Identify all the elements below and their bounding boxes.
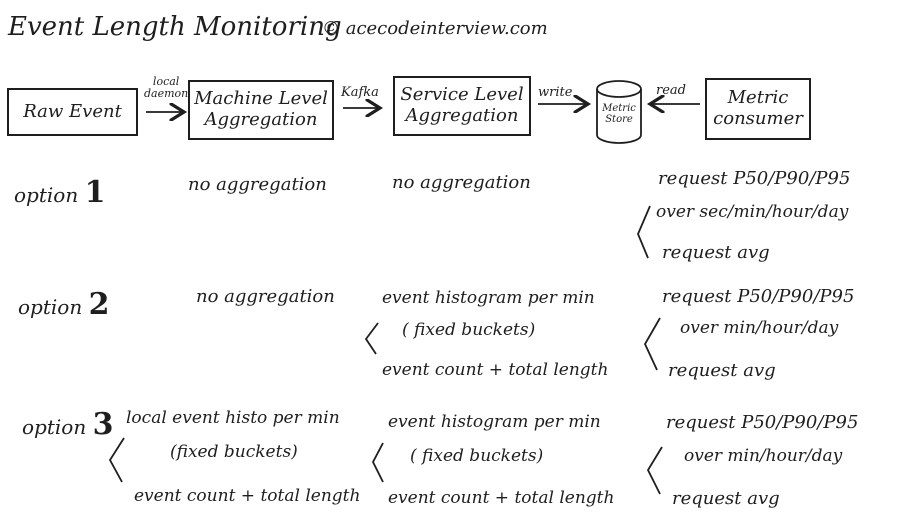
bracket-opt3-machine xyxy=(108,437,125,483)
option1-number: 1 xyxy=(84,175,106,210)
option2-consumer-line2: over min/hour/day xyxy=(680,318,839,338)
metric-store-label-line2: Store xyxy=(605,114,633,125)
option1-label: option xyxy=(14,183,79,207)
option3-label: option xyxy=(22,415,87,439)
machine-aggregation-box: Machine Level Aggregation xyxy=(188,80,334,140)
bracket-opt3-consumer xyxy=(646,446,663,495)
option3-service-line3: event count + total length xyxy=(388,488,615,508)
option2-service-line3: event count + total length xyxy=(382,360,609,380)
metric-store-label: Metric Store xyxy=(599,103,639,125)
metric-consumer-label-line2: consumer xyxy=(713,108,803,129)
option1-machine-line1: no aggregation xyxy=(188,174,327,195)
bracket-opt3-service xyxy=(371,442,384,483)
machine-aggregation-label-line1: Machine Level xyxy=(194,88,328,110)
service-aggregation-box: Service Level Aggregation xyxy=(393,76,531,136)
copyright-notice: © acecodeinterview.com xyxy=(322,18,548,39)
option3-heading: option 3 xyxy=(22,410,113,440)
option3-machine-line2: (fixed buckets) xyxy=(170,442,298,462)
metric-store-cylinder xyxy=(596,80,642,144)
arrow4-label: read xyxy=(656,83,686,98)
arrow3-label: write xyxy=(538,85,573,100)
option1-consumer-line1: request P50/P90/P95 xyxy=(658,168,851,189)
metric-store-label-line1: Metric xyxy=(602,103,636,114)
option3-service-line2: ( fixed buckets) xyxy=(410,446,544,466)
metric-consumer-box: Metric consumer xyxy=(705,78,811,140)
metric-consumer-label-line1: Metric xyxy=(727,87,789,109)
arrow2-label: Kafka xyxy=(341,85,379,100)
option3-service-line1: event histogram per min xyxy=(388,412,601,432)
option3-consumer-line1: request P50/P90/P95 xyxy=(666,412,859,433)
option2-machine-line1: no aggregation xyxy=(196,286,335,307)
machine-aggregation-label-line2: Aggregation xyxy=(204,109,318,130)
page-title: Event Length Monitoring xyxy=(8,12,342,42)
service-aggregation-label-line2: Aggregation xyxy=(405,105,519,126)
service-aggregation-label-line1: Service Level xyxy=(400,84,524,106)
raw-event-label: Raw Event xyxy=(23,100,122,122)
option2-service-line2: ( fixed buckets) xyxy=(402,320,536,340)
bracket-opt1-consumer xyxy=(637,205,651,259)
option2-consumer-line1: request P50/P90/P95 xyxy=(662,286,855,307)
option2-service-line1: event histogram per min xyxy=(382,288,595,308)
arrow1-label-line1: local xyxy=(152,75,180,88)
raw-event-box: Raw Event xyxy=(7,88,138,136)
arrow1-label: local daemon xyxy=(144,75,189,101)
option3-machine-line1: local event histo per min xyxy=(126,408,340,428)
option1-consumer-line3: request avg xyxy=(662,242,770,263)
option2-heading: option 2 xyxy=(18,290,109,320)
option3-consumer-line2: over min/hour/day xyxy=(684,446,843,466)
option2-number: 2 xyxy=(88,287,110,322)
bracket-opt2-consumer xyxy=(643,317,661,371)
option3-machine-line3: event count + total length xyxy=(134,486,361,506)
arrow1-label-line2: daemon xyxy=(144,87,189,101)
option1-consumer-line2: over sec/min/hour/day xyxy=(656,202,849,222)
option1-heading: option 1 xyxy=(14,178,105,208)
option2-consumer-line3: request avg xyxy=(668,360,776,381)
option3-consumer-line3: request avg xyxy=(672,488,780,509)
option3-number: 3 xyxy=(92,407,114,442)
option1-service-line1: no aggregation xyxy=(392,172,531,193)
option2-label: option xyxy=(18,295,83,319)
bracket-opt2-service xyxy=(364,322,379,355)
